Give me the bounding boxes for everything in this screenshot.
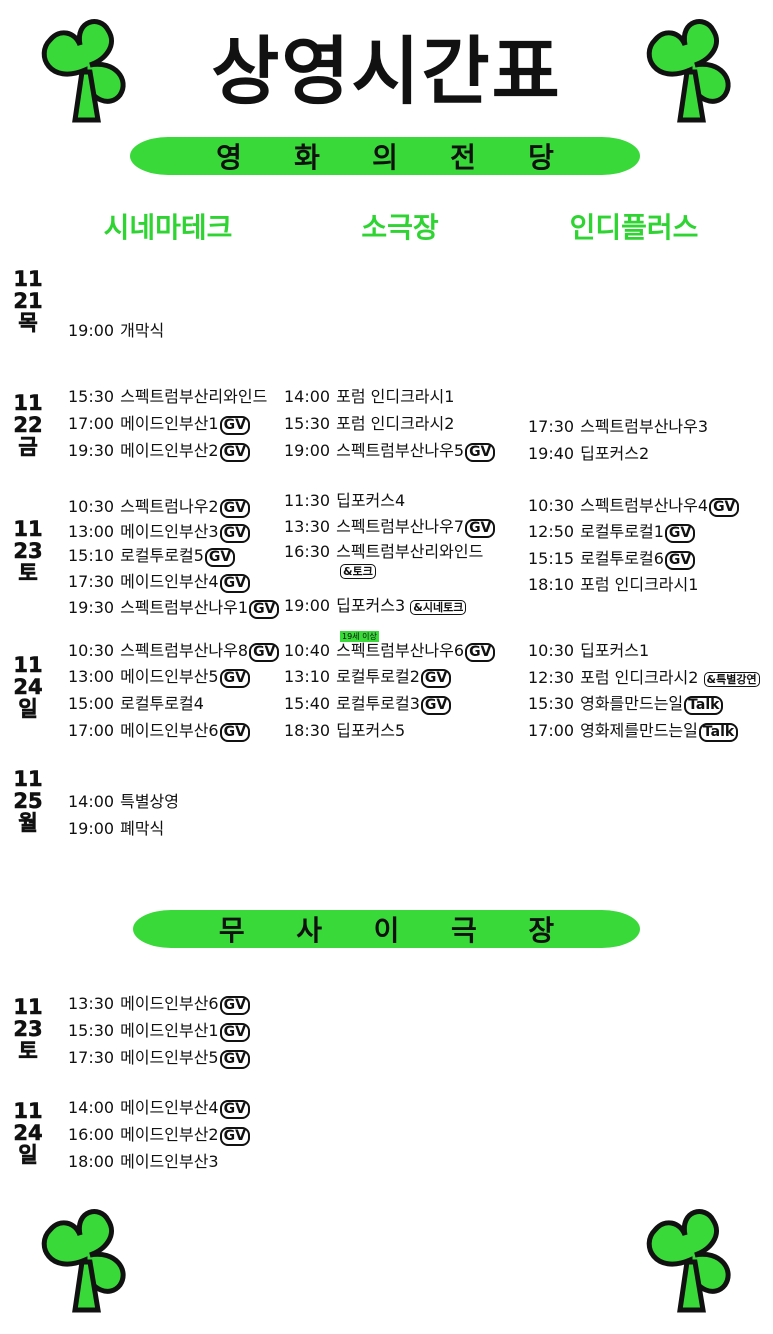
- gv-badge: GV: [219, 574, 250, 593]
- clover-icon: [41, 1209, 126, 1313]
- clover-icon: [646, 1209, 731, 1313]
- banner-char: 이: [373, 914, 400, 947]
- theater-banner: 무 사 이 극 장: [133, 910, 640, 948]
- venue-cinematheque: 시네마테크: [103, 211, 233, 244]
- gv-badge: GV: [249, 600, 280, 619]
- banner-char: 영: [216, 141, 242, 174]
- banner-char: 사: [296, 914, 322, 947]
- gv-badge: GV: [219, 524, 250, 543]
- talk-badge: Talk: [698, 723, 739, 742]
- gv-badge: GV: [219, 1100, 250, 1119]
- gv-badge: GV: [664, 524, 696, 543]
- gv-badge: GV: [465, 643, 496, 662]
- banner-char: 전: [450, 141, 476, 174]
- gv-badge: GV: [219, 669, 250, 688]
- clover-icon: [646, 19, 731, 123]
- gv-badge: GV: [420, 669, 452, 688]
- gv-badge: GV: [219, 1023, 250, 1042]
- gv-badge: GV: [219, 723, 250, 742]
- age-rating-badge: 19세 이상: [340, 631, 379, 642]
- screening-extra: &토크: [340, 560, 376, 582]
- gv-badge: GV: [219, 1050, 250, 1069]
- gv-badge: GV: [219, 416, 250, 435]
- gv-badge: GV: [219, 443, 250, 462]
- venue-small-theater: 소극장: [361, 211, 439, 244]
- venue-indieplus: 인디플러스: [569, 211, 699, 244]
- banner-char: 의: [372, 141, 398, 174]
- banner-char: 화: [294, 141, 320, 174]
- page-title: 상영시간표: [211, 29, 562, 115]
- gv-badge: GV: [219, 1127, 250, 1146]
- theater-banner: 영 화 의 전 당: [130, 137, 640, 175]
- gv-badge: GV: [465, 443, 496, 462]
- gv-badge: GV: [420, 696, 452, 715]
- gv-badge: GV: [465, 519, 496, 538]
- gv-badge: GV: [249, 643, 280, 662]
- gv-badge: GV: [204, 548, 236, 567]
- gv-badge: GV: [709, 498, 740, 517]
- gv-badge: GV: [219, 996, 250, 1015]
- banner-char: 당: [528, 141, 554, 174]
- banner-char: 무: [218, 914, 245, 947]
- banner-char: 극: [450, 914, 477, 947]
- banner-char: 장: [528, 914, 555, 947]
- gv-badge: GV: [219, 499, 250, 518]
- gv-badge: GV: [664, 551, 696, 570]
- clover-icon: [41, 19, 126, 123]
- talk-badge: Talk: [684, 696, 724, 715]
